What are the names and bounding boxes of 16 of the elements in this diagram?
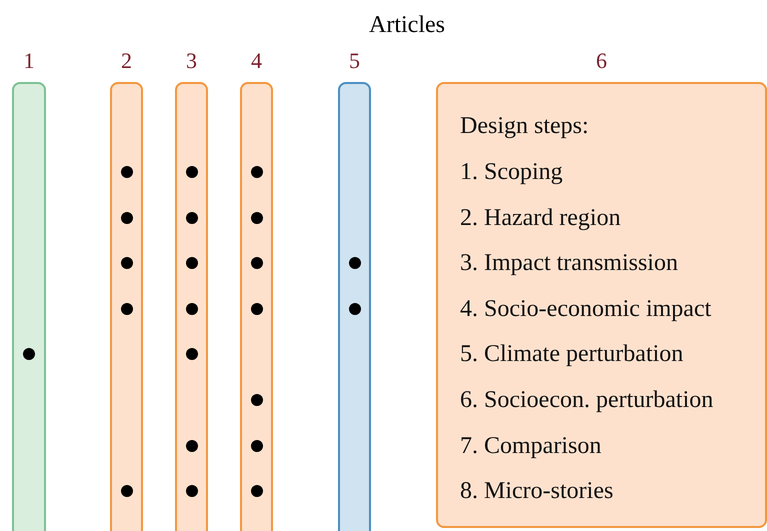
- step-item: 7. Comparison: [460, 432, 602, 461]
- step-item: 4. Socio-economic impact: [460, 294, 712, 324]
- diagram-title: Articles: [368, 11, 446, 40]
- panel-heading: Design steps:: [460, 112, 589, 141]
- step-item: 5. Climate perturbation: [460, 340, 684, 370]
- column-number: 1: [22, 48, 36, 74]
- column-number: 6: [595, 48, 608, 74]
- step-item: 3. Impact transmission: [460, 249, 678, 278]
- column-number: 2: [120, 48, 133, 74]
- step-item: 1. Scoping: [460, 158, 563, 187]
- step-item: 6. Socioecon. perturbation: [460, 386, 714, 415]
- step-item: 8. Micro-stories: [460, 477, 614, 506]
- column-number: 5: [348, 48, 361, 74]
- step-item: 2. Hazard region: [460, 204, 621, 233]
- column-number: 3: [185, 48, 198, 74]
- column-number: 4: [250, 48, 263, 74]
